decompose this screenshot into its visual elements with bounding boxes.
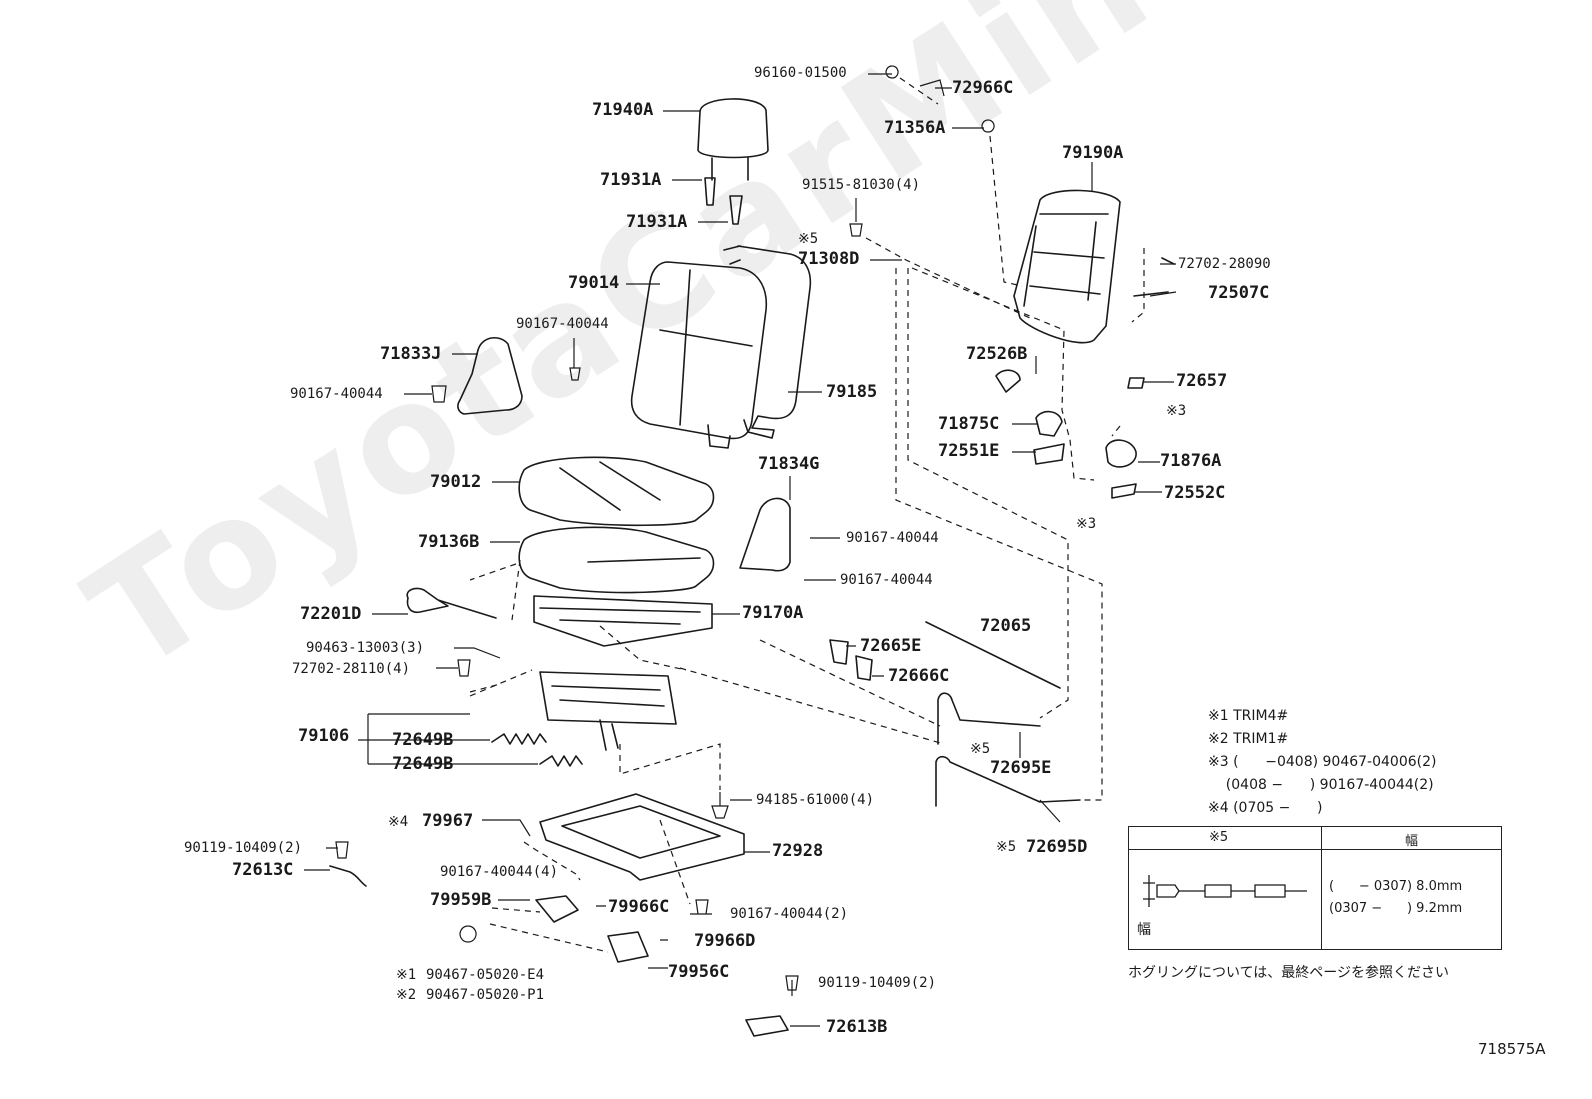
part-label-71940A: 71940A (592, 100, 654, 120)
marker-5-bottom: ※5 (996, 839, 1017, 855)
part-label-71308D: 71308D (798, 249, 860, 269)
part-label-72201D: 72201D (300, 604, 362, 624)
part-label-94185-61000: 94185-61000(4) (756, 792, 875, 808)
part-label-71931A-upper: 71931A (600, 170, 662, 190)
part-label-72666C: 72666C (888, 666, 950, 686)
bracket-72613B-shape (745, 1015, 789, 1037)
part-label-72665E: 72665E (860, 636, 922, 656)
marker-3-right: ※3 (1166, 403, 1187, 419)
part-label-71875C: 71875C (938, 414, 1000, 434)
part-label-72657: 72657 (1176, 371, 1228, 391)
part-label-72065: 72065 (980, 616, 1032, 636)
cover-79956C-shape (607, 931, 649, 963)
hog-ring-footnote: ホグリングについては、最終ページを参照ください (1128, 965, 1450, 981)
cable-end-icon (1143, 875, 1307, 907)
seatback-cushion-shape (630, 261, 768, 440)
headrest-shape (697, 98, 769, 159)
part-label-79185: 79185 (826, 382, 878, 402)
part-label-72613C: 72613C (232, 860, 294, 880)
part-label-79170A: 79170A (742, 603, 804, 623)
part-label-90167-40044-low: 90167-40044 (840, 572, 933, 588)
width-table-col2-header: 幅 (1405, 834, 1419, 849)
part-label-72552C: 72552C (1164, 483, 1226, 503)
part-label-79967: 79967 (422, 811, 474, 831)
width-row-1: ( − 0307) 8.0mm (1329, 879, 1463, 894)
part-label-79012: 79012 (430, 472, 482, 492)
width-table-divider (1321, 827, 1322, 949)
marker-5-mid: ※5 (970, 741, 991, 757)
part-label-90167-40044-4: 90167-40044(4) (440, 864, 559, 880)
part-label-72649B-lower: 72649B (392, 754, 454, 774)
note-row: ※4 (0705 − ) (1208, 800, 1323, 816)
part-label-90167-40044-2: 90167-40044(2) (730, 906, 849, 922)
marker-2: ※2 (396, 987, 417, 1003)
part-label-90167-40044-left: 90167-40044 (290, 386, 383, 402)
part-label-90463-13003: 90463-13003(3) (306, 640, 425, 656)
part-label-91515-81030: 91515-81030(4) (802, 177, 921, 193)
part-label-72966C: 72966C (952, 78, 1014, 98)
part-label-79966C: 79966C (608, 897, 670, 917)
seat-track-shape (539, 671, 677, 725)
back-frame-shape (1013, 189, 1121, 344)
part-label-90167-40044-upper: 90167-40044 (516, 316, 609, 332)
seat-frame-shape (533, 595, 713, 647)
part-label-79959B: 79959B (430, 890, 492, 910)
width-row-2: (0307 − ) 9.2mm (1329, 901, 1463, 916)
tray-72928-shape (539, 793, 745, 881)
part-label-96160-01500: 96160-01500 (754, 65, 847, 81)
marker-1: ※1 (396, 967, 417, 983)
seatback-cover-shape (737, 245, 812, 439)
wire-72201D-shape (406, 587, 497, 619)
part-label-79136B: 79136B (418, 532, 480, 552)
side-cover-71833J-shape (457, 337, 523, 415)
part-label-90119-10409-right: 90119-10409(2) (818, 975, 937, 991)
part-label-71834G: 71834G (758, 454, 820, 474)
cable-72695D-shape (935, 755, 1081, 807)
part-label-79956C: 79956C (668, 962, 730, 982)
part-label-71931A-lower: 71931A (626, 212, 688, 232)
seat-cushion-shape (518, 456, 715, 527)
part-label-72695E: 72695E (990, 758, 1052, 778)
part-label-90467-05020-E4: 90467-05020-E4 (426, 967, 545, 983)
part-label-72526B: 72526B (966, 344, 1028, 364)
part-label-79014: 79014 (568, 273, 620, 293)
part-label-71876A: 71876A (1160, 451, 1222, 471)
part-label-72928: 72928 (772, 841, 824, 861)
part-label-72507C: 72507C (1208, 283, 1270, 303)
width-table-col1-header: ※5 (1209, 830, 1229, 845)
marker-5-top: ※5 (798, 231, 819, 247)
side-cover-71834G-shape (739, 497, 791, 572)
width-mark: 幅 (1137, 922, 1151, 938)
part-label-79190A: 79190A (1062, 143, 1124, 163)
part-label-71356A: 71356A (884, 118, 946, 138)
part-label-72695D: 72695D (1026, 837, 1088, 857)
part-label-72613B: 72613B (826, 1017, 888, 1037)
figure-id: 718575A (1478, 1040, 1546, 1058)
note-row: (0408 − ) 90167-40044(2) (1208, 777, 1434, 793)
part-label-72702-28090: 72702-28090 (1178, 256, 1271, 272)
cover-79959B-shape (535, 895, 579, 923)
marker-3-lower: ※3 (1076, 516, 1097, 532)
part-label-79106: 79106 (298, 726, 350, 746)
cable-72695E-shape (937, 692, 1041, 745)
note-row: ※3 ( −0408) 90467-04006(2) (1208, 754, 1437, 770)
note-row: ※2 TRIM1# (1208, 731, 1289, 747)
part-label-71833J: 71833J (380, 344, 442, 364)
part-label-79966D: 79966D (694, 931, 756, 951)
seat-pad-shape (518, 526, 715, 594)
note-row: ※1 TRIM4# (1208, 708, 1289, 724)
part-label-72649B-upper: 72649B (392, 730, 454, 750)
part-label-72702-28110: 72702-28110(4) (292, 661, 411, 677)
notes-block: ※1 TRIM4# ※2 TRIM1# ※3 ( −0408) 90467-04… (1208, 708, 1436, 823)
part-label-90167-40044-mid: 90167-40044 (846, 530, 939, 546)
part-label-72551E: 72551E (938, 441, 1000, 461)
part-label-90119-10409-left: 90119-10409(2) (184, 840, 303, 856)
part-label-90467-05020-P1: 90467-05020-P1 (426, 987, 545, 1003)
marker-4: ※4 (388, 814, 409, 830)
width-table-header (1129, 827, 1501, 850)
width-table: ※5 幅 幅 ( − 0307) 8.0mm (0307 − ) 9.2mm (1128, 826, 1502, 950)
